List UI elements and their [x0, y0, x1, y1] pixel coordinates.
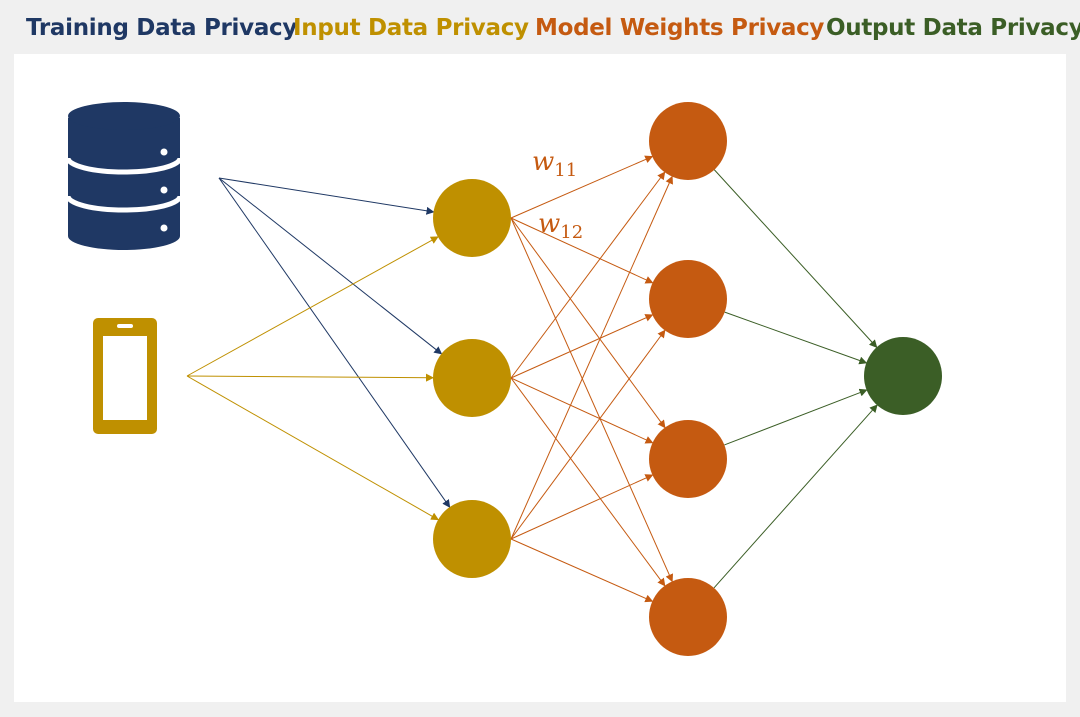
weight-edge — [510, 538, 654, 603]
training-edge — [218, 177, 451, 508]
weight-edge — [510, 329, 666, 540]
hidden-neuron — [649, 578, 727, 656]
input-data-privacy-title: Input Data Privacy — [293, 15, 529, 41]
model-weights-privacy-title: Model Weights Privacy — [535, 15, 825, 41]
weight-edge — [510, 217, 666, 429]
input-neuron — [433, 339, 511, 417]
weight-edge — [510, 171, 666, 379]
output-edge — [713, 404, 878, 589]
input-edge — [186, 373, 435, 382]
weight-edge — [510, 175, 673, 540]
weight-edge — [510, 314, 654, 379]
input-neuron — [433, 500, 511, 578]
output-neuron — [864, 337, 942, 415]
weight-edge — [510, 474, 654, 540]
input-edge — [186, 375, 440, 521]
weight-edge — [510, 217, 654, 284]
neurons — [433, 102, 942, 656]
hidden-neuron — [649, 260, 727, 338]
training-data-privacy-title: Training Data Privacy — [26, 15, 298, 41]
weight-edge — [510, 155, 654, 219]
input-neuron — [433, 179, 511, 257]
output-edge — [724, 311, 868, 365]
header: Training Data Privacy Input Data Privacy… — [0, 0, 1080, 54]
weight-label-w12: w12 — [538, 209, 583, 243]
output-data-privacy-title: Output Data Privacy — [826, 15, 1080, 41]
weight-edge — [510, 377, 666, 587]
training-edge — [218, 177, 435, 215]
connections — [186, 155, 878, 603]
database-icon — [65, 102, 183, 250]
weight-edge — [510, 217, 674, 583]
output-edge — [724, 388, 868, 446]
weight-edge — [510, 377, 654, 444]
hidden-neuron — [649, 102, 727, 180]
output-edge — [713, 169, 878, 348]
smartphone-icon — [93, 318, 157, 434]
weight-label-w11: w11 — [532, 147, 577, 181]
training-edge — [218, 177, 443, 355]
input-edge — [186, 236, 439, 377]
hidden-neuron — [649, 420, 727, 498]
